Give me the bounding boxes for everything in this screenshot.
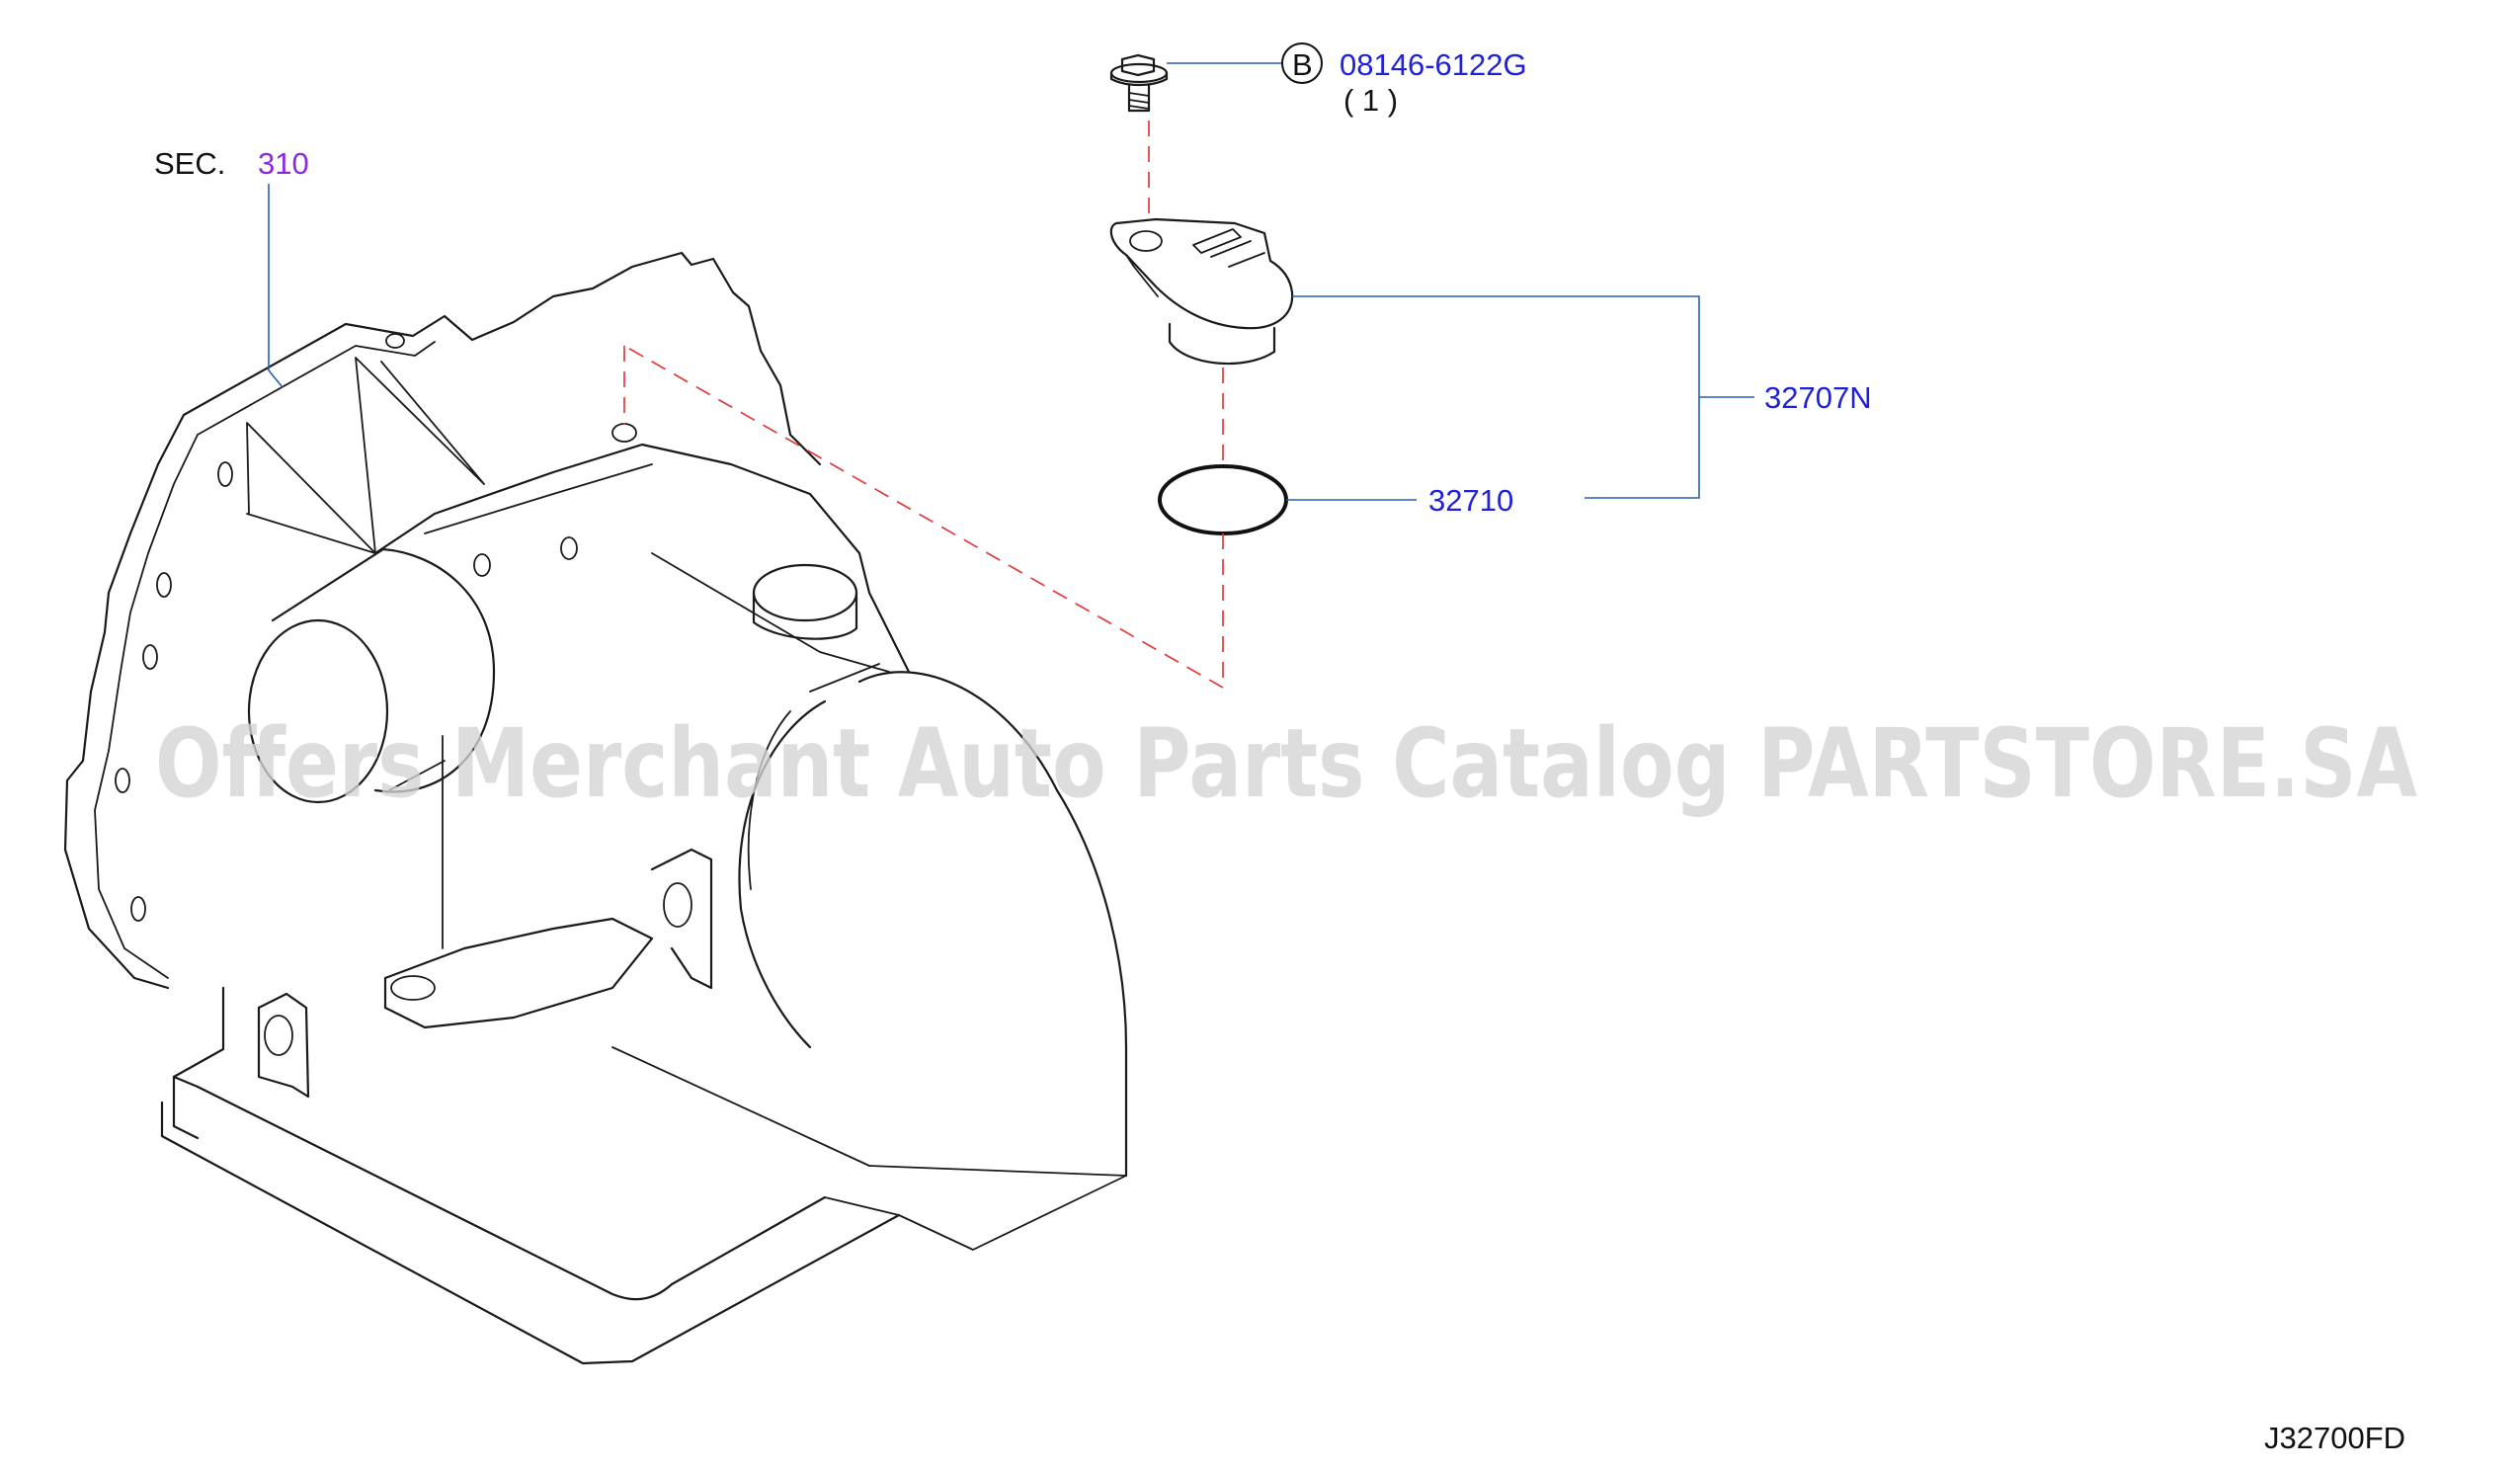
case-bolt-hole xyxy=(560,536,578,560)
sensor-part-number[interactable]: 32707N xyxy=(1764,380,1872,415)
case-bolt-hole xyxy=(473,553,491,577)
alignment-guides xyxy=(623,121,1224,689)
sensor-mount-hole xyxy=(611,423,637,443)
watermark: Offers Merchant Auto Parts Catalog PARTS… xyxy=(155,708,2417,819)
section-reference[interactable]: 310 xyxy=(258,146,309,181)
flange-bolt-hole xyxy=(142,644,158,670)
flange-bolt-hole xyxy=(217,461,233,487)
flange-bolt-hole xyxy=(156,572,172,598)
diagram-code: J32700FD xyxy=(2264,1421,2405,1455)
flange-bolt-hole xyxy=(130,896,146,922)
o-ring-32710 xyxy=(1158,464,1288,535)
flange-bolt-hole xyxy=(115,768,130,793)
mount-boss-hole xyxy=(663,882,692,928)
bolt-badge-label: B xyxy=(1292,47,1313,82)
transmission-housing xyxy=(63,251,1128,1365)
leader-lines xyxy=(268,42,1754,501)
bracket-hole xyxy=(390,975,436,1001)
filler-cap xyxy=(752,563,858,622)
bolt-badge-circle xyxy=(1281,42,1323,84)
flange-bolt-hole xyxy=(385,333,405,349)
mount-boss-hole xyxy=(264,1015,293,1056)
section-prefix: SEC. xyxy=(154,146,225,181)
bolt-part-number[interactable]: 08146-6122G xyxy=(1340,47,1527,82)
bolt-quantity: ( 1 ) xyxy=(1343,83,1398,118)
speed-sensor-32707N xyxy=(1109,217,1294,366)
output-shaft-bore xyxy=(247,618,389,804)
bolt-08146-6122G xyxy=(1109,53,1169,113)
oring-part-number[interactable]: 32710 xyxy=(1428,483,1513,518)
